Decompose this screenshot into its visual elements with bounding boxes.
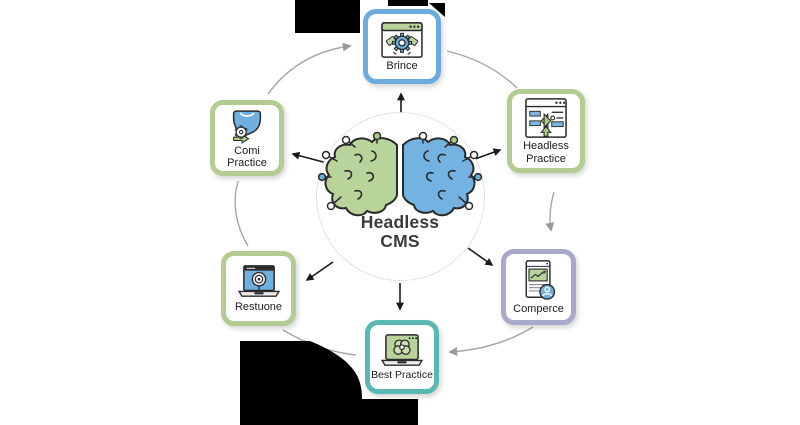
node-comperce: Comperce (501, 249, 576, 325)
laptop-gear-icon (380, 333, 424, 366)
browser-gear-icon (381, 22, 423, 58)
arc-topleft-to-bottomleft (234, 180, 249, 247)
document-user-icon (525, 260, 555, 301)
center-title-line2: CMS (380, 230, 420, 251)
node-restuone: Restuone (221, 251, 296, 326)
arrow-to-bottom-left (305, 261, 334, 281)
node-label: Comi Practice (227, 144, 267, 169)
node-comi-practice: Comi Practice (210, 100, 284, 176)
artifact-shapes (240, 0, 445, 425)
wireframe-browser-icon (525, 98, 567, 139)
node-brince: Brince (363, 9, 441, 84)
center-title: Headless CMS (306, 213, 494, 250)
arrow-to-top-left (291, 151, 328, 164)
node-label: Restuone (234, 300, 283, 313)
shield-gear-icon (232, 110, 262, 144)
arrow-to-right (467, 247, 494, 266)
node-label: Brince (386, 59, 418, 72)
artifact-top-corner (429, 3, 445, 17)
artifact-top-rect (295, 0, 360, 33)
brain-network-icon (317, 131, 483, 217)
arc-topright-to-right (545, 191, 555, 232)
node-label: Best Practice (371, 368, 433, 381)
center-title-line1: Headless (360, 212, 440, 232)
node-label: Comperce (513, 303, 564, 316)
artifact-top-strip (388, 0, 428, 6)
arc-topleft-to-top (267, 42, 352, 95)
arc-top-to-topright (446, 50, 518, 89)
node-headless-practice: Headless Practice (507, 89, 585, 173)
arrow-to-top-right (474, 148, 502, 160)
laptop-target-icon (237, 265, 280, 297)
node-label: Headless Practice (523, 140, 569, 165)
node-best-practice: Best Practice (365, 320, 439, 394)
artifact-bottom-polygon (240, 341, 418, 425)
arc-right-to-bottom (448, 326, 534, 357)
